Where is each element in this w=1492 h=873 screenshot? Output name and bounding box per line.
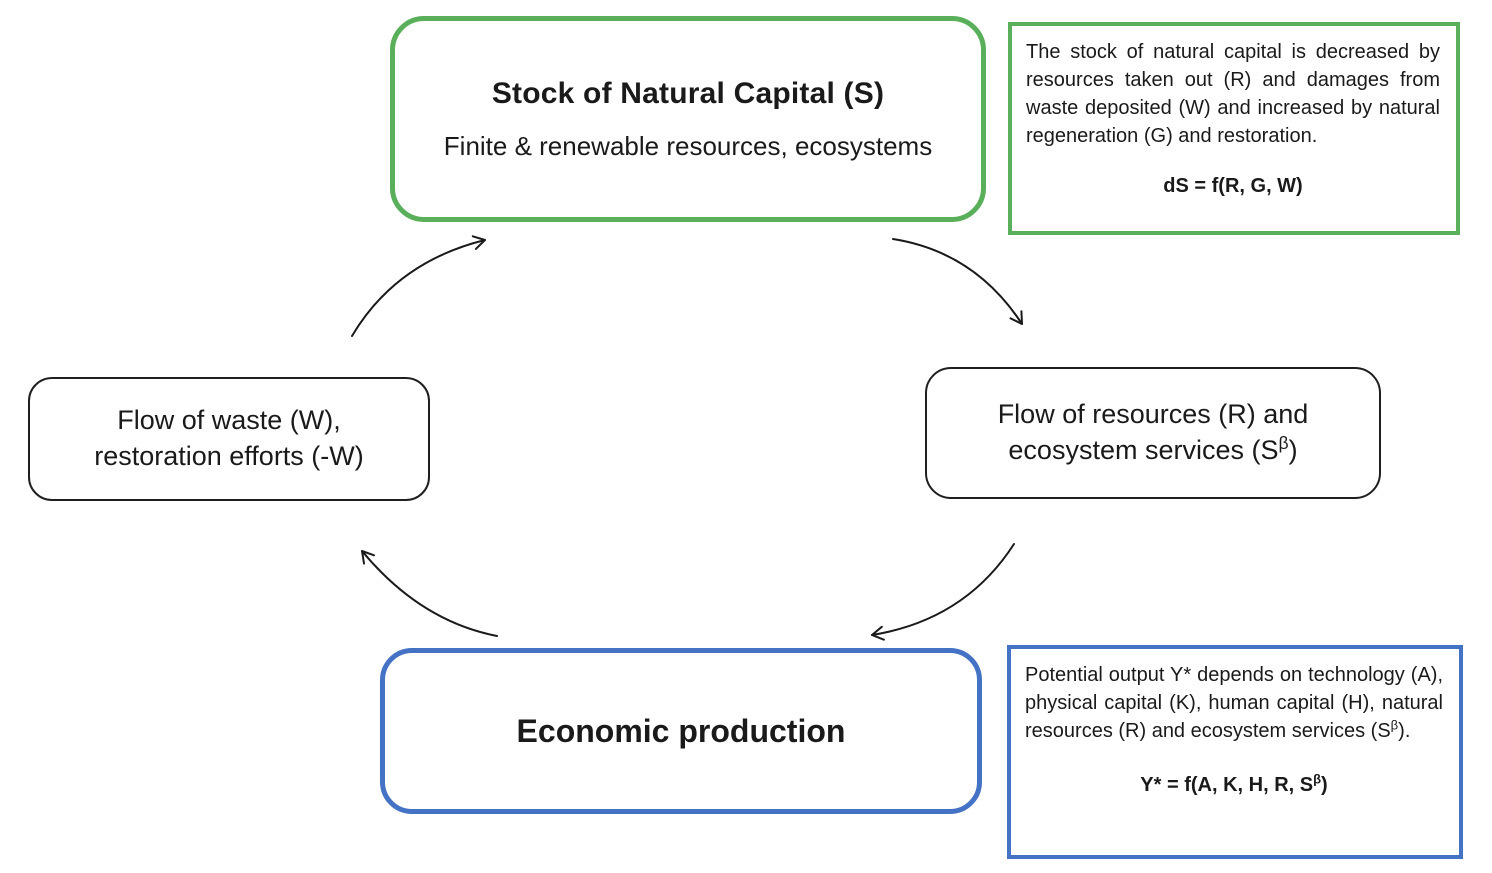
waste-flow-node: Flow of waste (W), restoration efforts (… xyxy=(28,377,430,501)
arrow-production-to-waste-icon xyxy=(361,550,498,637)
arrow-stock-to-resources-icon xyxy=(892,238,1023,325)
resources-flow-node: Flow of resources (R) and ecosystem serv… xyxy=(925,367,1381,499)
production-note-body: Potential output Y* depends on technolog… xyxy=(1025,661,1443,745)
resources-node-line2-close: ) xyxy=(1288,435,1298,465)
production-note-body-close: ). xyxy=(1398,720,1411,742)
stock-node-subtitle: Finite & renewable resources, ecosystems xyxy=(443,130,933,161)
beta-superscript: β xyxy=(1313,771,1322,787)
production-node-title: Economic production xyxy=(516,712,846,749)
stock-note-box: The stock of natural capital is decrease… xyxy=(1008,22,1460,235)
production-note-formula: Y* = f(A, K, H, R, Sβ) xyxy=(1025,771,1443,799)
resources-node-line2-text: ecosystem services (S xyxy=(1008,435,1279,465)
arrow-resources-to-production-icon xyxy=(871,543,1015,641)
production-note-body-text: Potential output Y* depends on technolog… xyxy=(1025,664,1443,742)
resources-node-line2: ecosystem services (Sβ) xyxy=(1008,433,1297,469)
stock-note-formula: dS = f(R, G, W) xyxy=(1163,175,1303,197)
beta-superscript: β xyxy=(1278,433,1289,453)
economic-production-node: Economic production xyxy=(380,648,982,814)
waste-node-line2: restoration efforts (-W) xyxy=(94,441,364,471)
production-formula-text: Y* = f(A, K, H, R, S xyxy=(1140,774,1314,796)
stock-of-natural-capital-node: Stock of Natural Capital (S) Finite & re… xyxy=(390,16,986,222)
resources-node-line1: Flow of resources (R) and xyxy=(997,399,1309,430)
production-note-box: Potential output Y* depends on technolog… xyxy=(1007,645,1463,859)
production-formula-close: ) xyxy=(1321,774,1328,796)
arrow-waste-to-stock-icon xyxy=(351,235,486,337)
beta-superscript: β xyxy=(1390,717,1399,733)
stock-node-title: Stock of Natural Capital (S) xyxy=(491,76,885,110)
stock-note-body: The stock of natural capital is decrease… xyxy=(1026,41,1440,147)
waste-node-line1: Flow of waste (W), xyxy=(117,405,341,436)
